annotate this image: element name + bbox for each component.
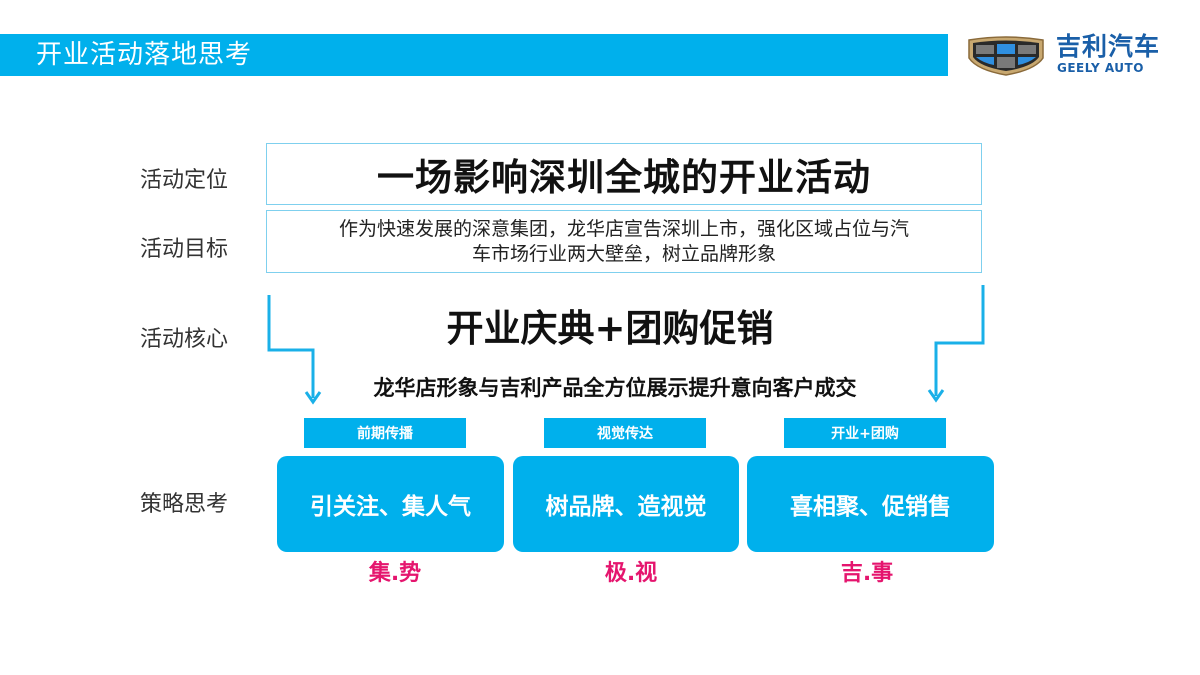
goal-box: 作为快速发展的深意集团，龙华店宣告深圳上市，强化区域占位与汽 车市场行业两大壁垒… <box>266 210 982 273</box>
header-bar: 开业活动落地思考 <box>0 34 948 76</box>
label-positioning: 活动定位 <box>140 168 229 193</box>
positioning-box: 一场影响深圳全城的开业活动 <box>266 143 982 205</box>
label-goal: 活动目标 <box>140 237 229 262</box>
logo-name-en: GEELY AUTO <box>1057 61 1144 75</box>
strategy-keyword-3: 吉.事 <box>840 561 894 586</box>
geely-logo: 吉利汽车 GEELY AUTO <box>962 30 1172 82</box>
strategy-card-3: 喜相聚、促销售 <box>747 456 994 552</box>
right-flow-arrow-icon <box>927 285 985 403</box>
logo-name-cn: 吉利汽车 <box>1056 32 1161 61</box>
strategy-keyword-2: 极.视 <box>604 561 658 586</box>
core-title: 开业庆典+团购促销 <box>446 307 774 350</box>
strategy-card-2: 树品牌、造视觉 <box>513 456 739 552</box>
core-subtitle: 龙华店形象与吉利产品全方位展示提升意向客户成交 <box>373 376 857 400</box>
geely-badge-icon <box>968 36 1044 76</box>
strategy-tag-2: 视觉传达 <box>544 418 706 448</box>
goal-text-line1: 作为快速发展的深意集团，龙华店宣告深圳上市，强化区域占位与汽 <box>338 217 909 240</box>
strategy-card-1: 引关注、集人气 <box>277 456 504 552</box>
label-core: 活动核心 <box>140 327 229 352</box>
label-strategy: 策略思考 <box>140 492 229 517</box>
goal-text-line2: 车市场行业两大壁垒，树立品牌形象 <box>471 242 776 265</box>
page-title: 开业活动落地思考 <box>36 40 253 70</box>
strategy-keyword-1: 集.势 <box>368 561 422 586</box>
positioning-text: 一场影响深圳全城的开业活动 <box>377 156 871 199</box>
strategy-tag-1: 前期传播 <box>304 418 466 448</box>
strategy-tag-3: 开业+团购 <box>784 418 946 448</box>
